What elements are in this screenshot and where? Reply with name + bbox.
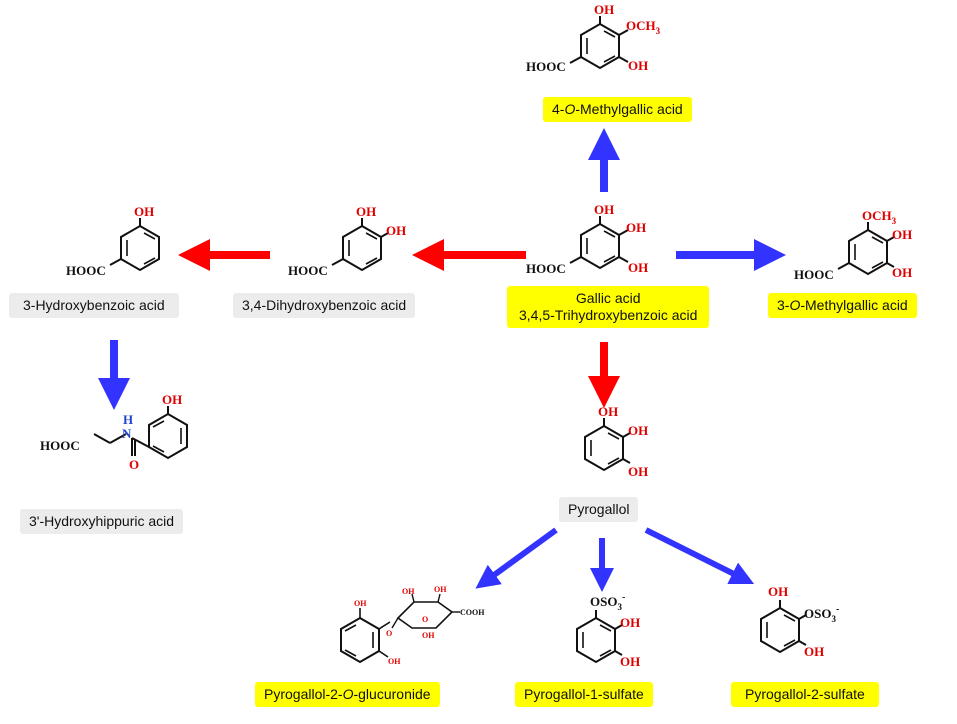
atom-cooh: COOH xyxy=(460,608,485,617)
atom-oh: OH xyxy=(422,631,435,640)
label-pyrogallol-2-o-glucuronide: Pyrogallol-2-O-glucuronide xyxy=(255,682,440,707)
atom-h: H xyxy=(123,412,133,427)
atom-och3: OCH3 xyxy=(626,18,661,36)
label-gallic-acid-line1: Gallic acid xyxy=(575,290,641,306)
atom-oh: OH xyxy=(628,260,648,275)
atom-oh: OH xyxy=(628,464,648,479)
atom-oh: OH xyxy=(892,227,912,242)
atom-oh: OH xyxy=(434,585,447,594)
label-3-hydroxybenzoic-acid: 3-Hydroxybenzoic acid xyxy=(9,293,179,318)
atom-oso3: OSO3- xyxy=(590,592,625,612)
atom-oh: OH xyxy=(134,204,154,219)
structure-pyrogallol-2-sulfate: OH OSO3- OH xyxy=(760,584,839,659)
atom-oso3: OSO3- xyxy=(804,604,839,624)
atom-oh: OH xyxy=(620,654,640,669)
atom-oh: OH xyxy=(386,223,406,238)
structure-3-4-dihydroxybenzoic-acid: OH OH HOOC xyxy=(288,204,406,278)
atom-hooc: HOOC xyxy=(526,261,566,276)
atom-oh: OH xyxy=(626,220,646,235)
structure-3-hydroxyhippuric-acid: OH H N O HOOC xyxy=(40,392,188,472)
atom-o: O xyxy=(386,629,392,638)
atom-hooc: HOOC xyxy=(66,263,106,278)
label-3-4-dihydroxybenzoic-acid: 3,4-Dihydroxybenzoic acid xyxy=(233,293,416,318)
label-3-o-methylgallic-acid: 3-O-Methylgallic acid xyxy=(768,293,917,318)
label-gallic-acid-line2: 3,4,5-Trihydroxybenzoic acid xyxy=(519,307,698,323)
label-gallic-acid: Gallic acid 3,4,5-Trihydroxybenzoic acid xyxy=(507,286,710,328)
atom-oh: OH xyxy=(892,265,912,280)
atom-oh: OH xyxy=(628,423,648,438)
label-4-o-methylgallic-acid: 4-O-Methylgallic acid xyxy=(543,97,692,122)
arrow-pyrogallol-to-glucuronide xyxy=(475,527,558,589)
atom-oh: OH xyxy=(768,584,788,599)
atom-hooc: HOOC xyxy=(794,267,834,282)
structures: OH OCH3 OH HOOC OH OH OH HOOC xyxy=(40,2,912,669)
structure-pyrogallol: OH OH OH xyxy=(584,404,648,479)
atom-n: N xyxy=(122,426,132,441)
structure-pyrogallol-1-sulfate: OSO3- OH OH xyxy=(576,592,640,669)
label-pyrogallol-1-sulfate: Pyrogallol-1-sulfate xyxy=(515,682,653,707)
atom-oh: OH xyxy=(594,2,614,17)
glucuronic-acid-ring: O O OH OH OH COOH xyxy=(386,585,485,640)
atom-o: O xyxy=(129,457,139,472)
atom-hooc: HOOC xyxy=(40,438,80,453)
arrow-pyrogallol-to-sulfate-2 xyxy=(644,527,755,585)
atom-oh: OH xyxy=(620,615,640,630)
atom-hooc: HOOC xyxy=(526,59,566,74)
structure-pyrogallol-2-o-glucuronide: OH OH O O OH OH OH COOH xyxy=(340,585,485,666)
atom-oh: OH xyxy=(628,58,648,73)
structure-gallic-acid: OH OH OH HOOC xyxy=(526,202,648,276)
arrows xyxy=(98,128,786,592)
atom-oh: OH xyxy=(594,202,614,217)
label-pyrogallol-2-sulfate: Pyrogallol-2-sulfate xyxy=(731,682,879,707)
atom-oh: OH xyxy=(354,599,367,608)
atom-o: O xyxy=(422,615,428,624)
atom-oh: OH xyxy=(598,404,618,419)
atom-oh: OH xyxy=(388,657,401,666)
structure-3-hydroxybenzoic-acid: OH HOOC xyxy=(66,204,160,278)
structure-4-o-methylgallic-acid: OH OCH3 OH HOOC xyxy=(526,2,661,74)
atom-oh: OH xyxy=(402,587,415,596)
atom-oh: OH xyxy=(804,644,824,659)
label-pyrogallol: Pyrogallol xyxy=(559,497,639,522)
atom-oh: OH xyxy=(162,392,182,407)
atom-hooc: HOOC xyxy=(288,263,328,278)
atom-och3: OCH3 xyxy=(862,208,897,226)
structure-3-o-methylgallic-acid: OCH3 OH OH HOOC xyxy=(794,208,912,282)
label-3-hydroxyhippuric-acid: 3'-Hydroxyhippuric acid xyxy=(20,509,184,534)
atom-oh: OH xyxy=(356,204,376,219)
